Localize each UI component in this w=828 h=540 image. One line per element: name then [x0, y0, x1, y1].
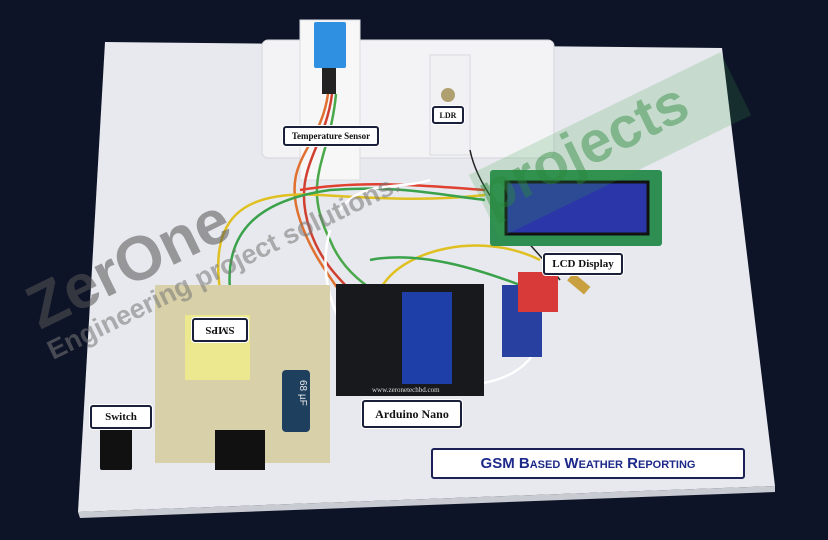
project-title: GSM Based Weather Reporting [431, 448, 745, 479]
capacitor-marking: 68 µF [297, 380, 308, 406]
board-edge [78, 486, 775, 518]
ldr-holder [429, 54, 471, 156]
lcd-screen [504, 180, 650, 236]
capacitor [282, 370, 310, 432]
label-arduino-nano: Arduino Nano [362, 400, 462, 428]
dht-pins [322, 68, 336, 94]
gsm-module [518, 272, 558, 312]
arduino-nano [402, 292, 452, 384]
ldr-sensor [441, 88, 455, 102]
rocker-switch [100, 428, 132, 470]
label-switch: Switch [90, 405, 152, 429]
label-temperature-sensor: Temperature Sensor [283, 126, 379, 146]
label-ldr: LDR [432, 106, 464, 124]
antenna [567, 272, 591, 295]
power-socket [215, 430, 265, 470]
label-smps: SMPS [192, 318, 248, 342]
arduino-url: www.zeronetechbd.com [372, 386, 440, 394]
dht-sensor [314, 22, 346, 68]
label-lcd-display: LCD Display [543, 253, 623, 275]
